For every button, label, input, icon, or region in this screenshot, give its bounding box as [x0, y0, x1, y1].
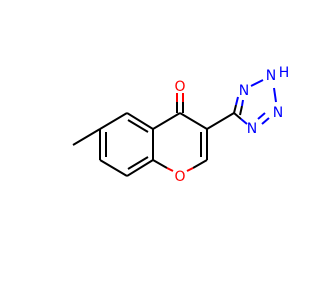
bond-c5-n1-inner-blue	[241, 99, 244, 107]
bond-c4-c3	[179, 112, 208, 130]
bond-c5-n1	[233, 104, 237, 114]
tetrazole-n2-hydrogen-label: H	[279, 65, 290, 81]
bond-b5-b6	[126, 112, 154, 130]
bond-n3-n4	[261, 117, 270, 125]
bond-n4-c5-blue	[240, 118, 248, 125]
bond-b3-b4-inner	[127, 156, 149, 170]
bond-c5-n1-inner	[239, 105, 243, 116]
bond-n1-n2	[250, 79, 264, 87]
bond-o1-c8a-red	[166, 167, 174, 172]
tetrazole-n2-label: N	[266, 68, 276, 84]
bond-c5-n1-blue	[235, 96, 239, 106]
bond-b3-b4	[126, 159, 154, 177]
carbonyl-oxygen-label: O	[174, 79, 185, 95]
tetrazole-n1-label: N	[239, 83, 249, 99]
bond-c2-o1	[192, 159, 208, 169]
bond-c3-tetrazole	[206, 112, 235, 130]
bond-n2-n3	[273, 87, 277, 103]
ring-oxygen-label: O	[174, 169, 185, 185]
molecule-structure: O O N N H N N	[72, 65, 290, 185]
bond-c2-o1-red	[186, 167, 194, 172]
bond-c4a-c4	[152, 112, 181, 130]
bond-b5-b6-inner	[127, 119, 149, 133]
benzene-ring	[99, 112, 154, 177]
pyranone-ring	[152, 112, 208, 172]
methyl-bond	[72, 128, 101, 146]
tetrazole-ring	[233, 79, 277, 125]
tetrazole-n4-label: N	[247, 121, 257, 137]
bond-n4-c5	[233, 112, 242, 120]
bond-b6-b1	[99, 112, 128, 130]
bond-b2-b3	[99, 159, 128, 177]
tetrazole-n3-label: N	[273, 105, 283, 121]
carbonyl-bond	[176, 93, 184, 113]
bond-o1-c8a	[152, 159, 168, 169]
structure-canvas: O O N N H N N	[72, 65, 290, 185]
bond-n3-n4-inner	[257, 112, 266, 120]
